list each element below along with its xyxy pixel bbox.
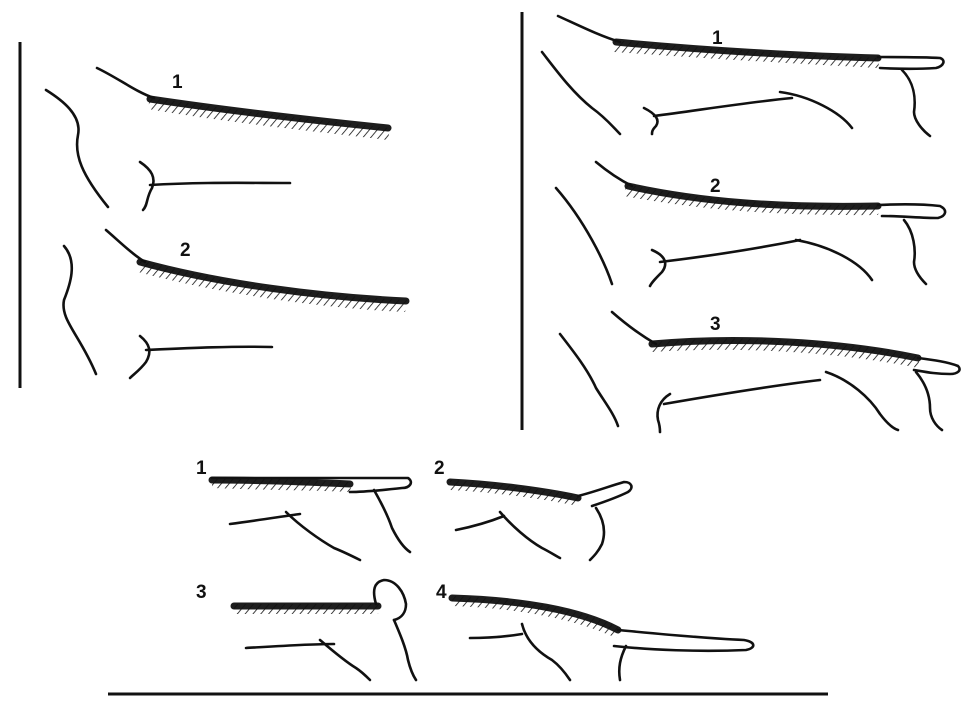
rump-line bbox=[374, 490, 410, 552]
profile-label: 2 bbox=[434, 458, 445, 479]
foreleg-line bbox=[658, 394, 671, 432]
tail-shape bbox=[578, 482, 631, 506]
profile-bottom-3: 3 bbox=[196, 580, 416, 680]
rump-line bbox=[904, 220, 926, 284]
rump-line bbox=[902, 70, 930, 136]
rump-line bbox=[916, 372, 942, 430]
foreleg-line bbox=[650, 250, 665, 286]
belly-line bbox=[654, 98, 792, 116]
neck-line bbox=[97, 68, 154, 98]
belly-line bbox=[660, 240, 800, 262]
hind-leg-line bbox=[286, 512, 360, 560]
chest-line bbox=[556, 188, 612, 284]
belly-line bbox=[146, 347, 272, 350]
profile-label: 1 bbox=[196, 458, 207, 479]
chest-line bbox=[560, 334, 618, 426]
tail-shape bbox=[878, 57, 943, 69]
neck-line bbox=[558, 16, 620, 42]
rump-line bbox=[590, 508, 604, 560]
hind-leg-line bbox=[522, 624, 570, 680]
belly-line bbox=[456, 516, 504, 530]
foreleg-line bbox=[644, 108, 658, 134]
back-line bbox=[628, 186, 878, 206]
profile-right-1: 1 bbox=[542, 16, 943, 136]
foreleg-line bbox=[130, 336, 149, 378]
belly-line bbox=[150, 183, 290, 185]
rump-line bbox=[619, 646, 626, 680]
profile-label: 4 bbox=[436, 582, 447, 603]
profile-bottom-1: 1 bbox=[196, 458, 411, 560]
profile-label: 3 bbox=[710, 314, 721, 335]
belly-line bbox=[470, 634, 522, 638]
profile-bottom-2: 2 bbox=[434, 458, 631, 560]
profile-label: 3 bbox=[196, 582, 207, 603]
tail-shape bbox=[374, 580, 406, 620]
chest-line bbox=[46, 90, 108, 207]
tail-shape bbox=[914, 358, 960, 374]
chest-line bbox=[542, 52, 620, 134]
profile-label: 1 bbox=[172, 72, 183, 93]
profile-label: 2 bbox=[180, 240, 191, 261]
profile-bottom-4: 4 bbox=[436, 582, 753, 680]
panel-right: 1 2 3 bbox=[522, 12, 960, 432]
hind-leg-line bbox=[320, 640, 370, 680]
belly-line bbox=[246, 644, 334, 648]
panel-left: 1 2 bbox=[20, 42, 408, 388]
tail-shape bbox=[878, 204, 945, 218]
rump-line bbox=[394, 620, 416, 680]
profile-left-1: 1 bbox=[46, 68, 390, 210]
neck-line bbox=[596, 162, 632, 186]
neck-line bbox=[106, 230, 145, 262]
profile-right-2: 2 bbox=[556, 162, 945, 286]
hind-leg-line bbox=[500, 512, 560, 558]
profile-left-2: 2 bbox=[63, 230, 408, 378]
neck-line bbox=[612, 312, 656, 344]
back-line bbox=[212, 480, 350, 484]
profile-label: 2 bbox=[710, 176, 721, 197]
hind-leg-line bbox=[826, 372, 898, 430]
profile-label: 1 bbox=[712, 28, 723, 49]
tail-shape bbox=[614, 630, 753, 651]
panel-bottom: 1 2 3 4 bbox=[108, 458, 828, 694]
hind-leg-line bbox=[796, 240, 872, 280]
chest-line bbox=[63, 246, 96, 374]
profile-right-3: 3 bbox=[560, 312, 960, 432]
belly-line bbox=[664, 380, 820, 404]
back-hatch-band bbox=[624, 184, 880, 215]
